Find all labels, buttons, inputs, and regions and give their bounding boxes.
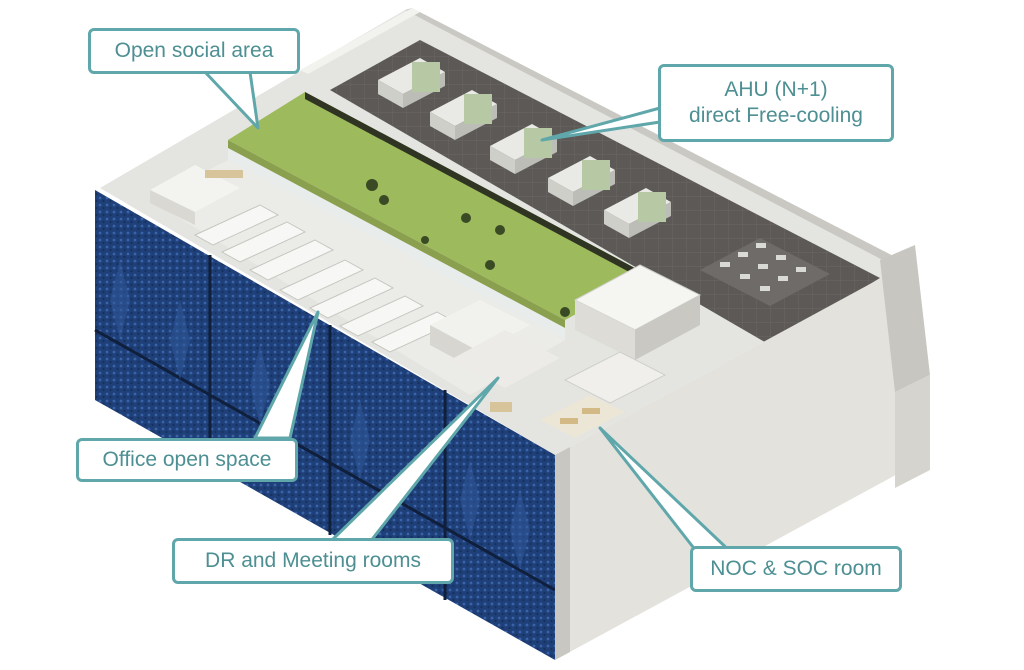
callout-office-open-space: Office open space	[76, 438, 298, 482]
callout-label-line1: AHU (N+1)	[724, 78, 828, 101]
entrance-rooms	[150, 165, 243, 225]
callout-label-line2: direct Free-cooling	[689, 104, 863, 127]
callout-open-social-area: Open social area	[88, 28, 300, 74]
facade-pattern	[110, 260, 530, 570]
callout-dr-meeting-rooms: DR and Meeting rooms	[172, 538, 454, 584]
roof-trees	[366, 179, 570, 317]
meeting-rooms	[430, 300, 560, 412]
callout-label: Office open space	[102, 448, 272, 471]
leader-noc-soc	[598, 426, 737, 558]
callout-ahu: AHU (N+1) direct Free-cooling	[658, 64, 894, 142]
ahu-units	[378, 58, 671, 238]
callout-label: NOC & SOC room	[710, 557, 882, 580]
rear-wall-top	[300, 8, 420, 74]
right-wall-side	[880, 245, 930, 392]
leader-office	[253, 310, 320, 440]
rear-wall	[405, 8, 905, 268]
callout-label: Open social area	[114, 39, 274, 62]
green-roof	[228, 92, 648, 320]
noc-soc-rooms	[540, 264, 702, 438]
equipment-area	[700, 238, 830, 306]
front-wall	[555, 265, 905, 660]
leader-ahu	[540, 106, 662, 142]
office-desks	[193, 204, 457, 353]
callout-noc-soc-room: NOC & SOC room	[690, 546, 902, 592]
leader-open-social	[203, 70, 260, 130]
callout-label: DR and Meeting rooms	[205, 549, 421, 572]
leader-dr-meeting	[328, 376, 500, 544]
